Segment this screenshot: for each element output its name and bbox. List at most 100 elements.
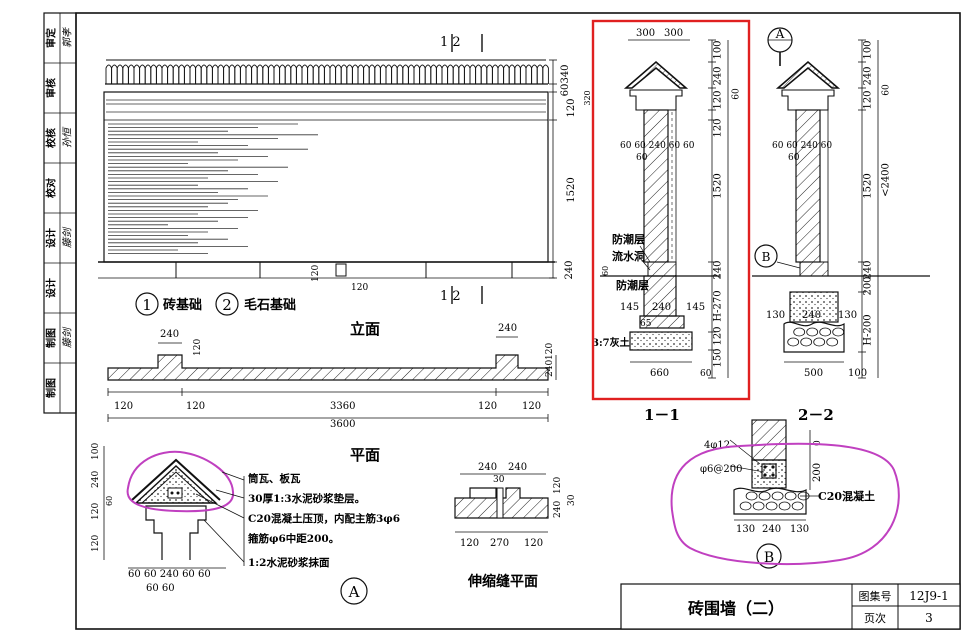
section-mark-bottom: 1 2	[440, 289, 461, 304]
plan-dim-120b: 120	[186, 401, 205, 412]
s11-dim-60b: 60	[601, 266, 610, 276]
rubble-stone	[800, 337, 813, 347]
s22-callout-b	[754, 244, 778, 268]
sidebar-role: 设计	[45, 228, 58, 248]
plan-dim-120a: 120	[114, 401, 133, 412]
s11-widths-top: 60 60 240 60 60	[620, 141, 695, 151]
label-page: 页次	[864, 611, 886, 625]
joint-dim-30: 30	[493, 475, 505, 485]
s11-dim: 240	[713, 66, 724, 85]
joint-dim-240v: 240	[553, 501, 563, 518]
s22-callout-b-label: B	[762, 250, 771, 264]
highlight-detail-b	[670, 442, 900, 565]
sidebar-role: 制图	[45, 378, 58, 398]
rubble-stone	[745, 491, 758, 501]
detail-b-concrete: C20混凝土	[818, 489, 875, 503]
s11-dim: 150	[713, 348, 724, 367]
s22-dim-130b: 130	[838, 310, 857, 321]
detail-a-label: A	[348, 583, 360, 601]
s22-dim-500: 500	[804, 368, 823, 379]
legend-1-num: 1	[142, 296, 152, 314]
legend-2-circle	[215, 292, 239, 316]
rubble-stone	[758, 491, 771, 501]
joint-dim-120a: 120	[460, 538, 479, 549]
detail-b-label: B	[764, 550, 774, 566]
joint-plan: 240 240 30 120 270 120 120 240 30 伸缩缝平面	[454, 462, 577, 590]
detail-a-note: 30厚1:3水泥砂浆垫层。	[248, 492, 365, 505]
rubble-stone	[791, 501, 804, 511]
s22-dim: 120	[863, 90, 874, 109]
s11-label-lime: 3:7灰土	[592, 336, 630, 349]
s22-dim: 1520	[863, 173, 874, 198]
joint-dim-120b: 120	[524, 538, 543, 549]
legend-2-text: 毛石基础	[244, 297, 296, 313]
detail-b-dim-240: 240	[762, 524, 781, 535]
detail-a-dim-60: 60	[105, 496, 114, 506]
detail-a-bottom-dims-2: 60 60	[146, 583, 175, 594]
section-2-2-title: 2－2	[798, 406, 834, 424]
s22-dim: 200	[863, 276, 874, 295]
section-mark-top: 1 2	[440, 35, 461, 50]
s11-dim-145b: 145	[686, 302, 705, 313]
elev-dim: 340	[560, 64, 571, 83]
s11-dim: 1520	[713, 173, 724, 198]
legend-2-num: 2	[222, 296, 232, 314]
s22-dim-60-sub: 60	[788, 153, 800, 163]
sidebar-role: 制图	[45, 328, 58, 348]
rubble-stone	[826, 337, 839, 347]
highlight-section-1-1	[591, 19, 751, 401]
s22-dim-100b: 100	[848, 368, 867, 379]
sidebar-role: 校核	[45, 128, 58, 148]
s22-widths-top: 60 60 240 60	[772, 141, 832, 151]
s22-dim-240c: 240	[802, 310, 821, 321]
elev-dim: 120	[566, 98, 577, 117]
detail-a-note: 筒瓦、板瓦	[248, 472, 301, 485]
s11-dim-300b: 300	[664, 28, 683, 39]
detail-b-dim-200: 200	[812, 463, 823, 482]
sidebar-role: 设计	[45, 278, 58, 298]
s11-dim-60: 60	[732, 88, 742, 100]
title-block: 砖围墙（二） 图集号 12J9-1 页次 3	[620, 583, 961, 630]
elev-dim-120-left: 120	[311, 265, 321, 282]
s11-dim-145a: 145	[620, 302, 639, 313]
rubble-stone	[739, 501, 752, 511]
signature-sidebar: 审定郭孝审核校核孙恒校对设计藤剑设计制图藤剑制图	[43, 12, 77, 414]
elev-dim-320: 320	[583, 90, 592, 105]
s22-dim: 240	[863, 260, 874, 279]
s11-dim: 120	[713, 118, 724, 137]
detail-b-callout	[756, 543, 782, 569]
elev-dim-120-drain: 120	[351, 283, 368, 293]
joint-plan-title: 伸缩缝平面	[467, 573, 538, 590]
rubble-stone	[832, 327, 845, 337]
sidebar-signature: 郭孝	[62, 27, 74, 48]
plan-dim-240-vertical: 240	[545, 360, 555, 377]
s11-label-drain: 流水洞	[612, 249, 645, 263]
rubble-stone	[784, 491, 797, 501]
s11-dim-660: 660	[650, 368, 669, 379]
legend-1-text: 砖基础	[163, 297, 202, 313]
s11-label-damp2: 防潮层	[616, 278, 649, 292]
s11-label-damp: 防潮层	[612, 232, 645, 246]
plan-dim-240-right: 240	[498, 323, 517, 334]
rubble-stone	[819, 327, 832, 337]
rubble-stone	[787, 337, 800, 347]
detail-a-dim-100: 100	[91, 443, 101, 460]
legend-1-circle	[135, 292, 159, 316]
joint-dim-30v: 30	[567, 494, 577, 506]
joint-dim-240a: 240	[478, 462, 497, 473]
detail-a-note: 1:2水泥砂浆抹面	[248, 556, 330, 569]
elev-dim: 60	[560, 84, 571, 97]
s22-dim-lt2400: <2400	[881, 163, 892, 197]
s11-dim-300a: 300	[636, 28, 655, 39]
detail-b-rebar1: 4φ12	[704, 440, 730, 451]
s11-dim: 120	[713, 90, 724, 109]
roof-tiles	[105, 59, 549, 84]
s11-dim-60c: 60	[700, 369, 712, 379]
highlight-detail-a	[126, 450, 235, 513]
detail-b-dim-0: 0	[813, 440, 823, 446]
rubble-stone	[765, 501, 778, 511]
page-no: 3	[925, 611, 933, 625]
